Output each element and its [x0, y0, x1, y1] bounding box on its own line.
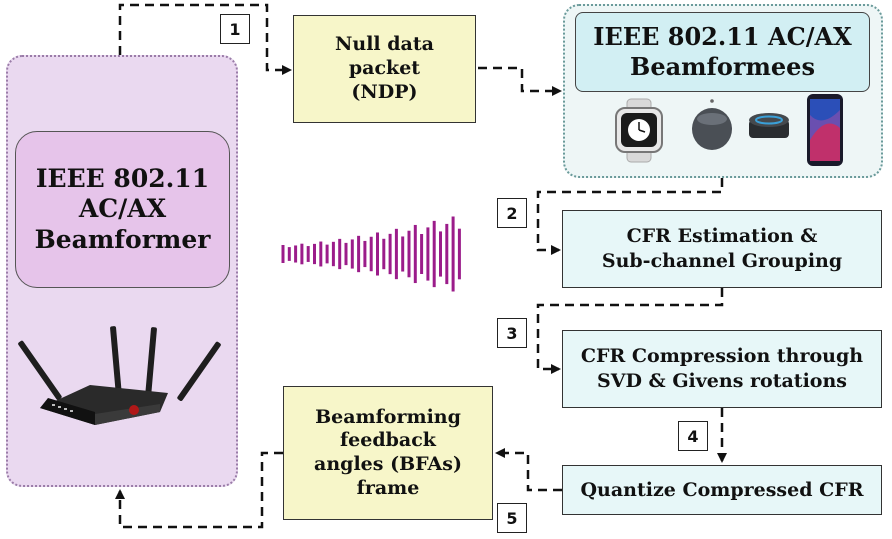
quantize-label: Quantize Compressed CFR	[580, 478, 864, 501]
ndp-line: (NDP)	[351, 80, 418, 103]
beamformer-box: IEEE 802.11 AC/AX Beamformer	[15, 131, 230, 288]
arrow-5	[115, 451, 283, 529]
cfr-compression-line: CFR Compression through	[580, 345, 864, 368]
arrow-2	[536, 178, 724, 255]
step-3-badge: 3	[497, 318, 527, 348]
echo-dot-icon	[749, 113, 789, 138]
beamformer-line: IEEE 802.11	[35, 163, 210, 193]
arrow-3	[536, 288, 724, 374]
cfr-estimation-line: Sub-channel Grouping	[601, 250, 843, 272]
arrow-ndp-to-beamformees	[478, 66, 562, 96]
beamformees-line: IEEE 802.11 AC/AX	[593, 22, 852, 51]
smartphone-icon	[807, 94, 843, 166]
arrow-quantize-to-bfa	[495, 448, 562, 492]
cfr-estimation-box: CFR Estimation & Sub-channel Grouping	[562, 210, 882, 288]
step-1-badge: 1	[220, 14, 250, 44]
beamformees-line: Beamformees	[630, 52, 815, 81]
step-2-badge: 2	[497, 198, 527, 228]
cfr-estimation-line: CFR Estimation &	[626, 225, 818, 248]
bfa-line: frame	[356, 476, 420, 499]
ndp-line: packet	[348, 57, 421, 80]
step-5-badge: 5	[497, 503, 527, 533]
bfa-line: Beamforming	[315, 405, 461, 428]
bfa-frame-box: Beamforming feedback angles (BFAs) frame	[283, 386, 493, 520]
beamformer-line: Beamformer	[34, 224, 211, 254]
arrow-1	[118, 3, 292, 75]
cfr-compression-box: CFR Compression through SVD & Givens rot…	[562, 330, 882, 408]
bfa-line: angles (BFAs)	[314, 453, 462, 475]
quantize-box: Quantize Compressed CFR	[562, 465, 882, 515]
beamformees-box: IEEE 802.11 AC/AX Beamformees	[575, 12, 870, 92]
ndp-line: Null data	[335, 33, 434, 56]
step-4-badge: 4	[678, 421, 708, 451]
beamformer-line: AC/AX	[78, 194, 167, 224]
smartwatch-icon	[615, 98, 663, 163]
ndp-box: Null data packet (NDP)	[293, 15, 476, 123]
smart-speaker-icon	[692, 99, 732, 150]
router-icon	[18, 326, 221, 425]
bfa-line: feedback	[340, 429, 436, 452]
cfr-compression-line: SVD & Givens rotations	[597, 370, 847, 392]
signal-waveform-icon	[281, 216, 461, 292]
